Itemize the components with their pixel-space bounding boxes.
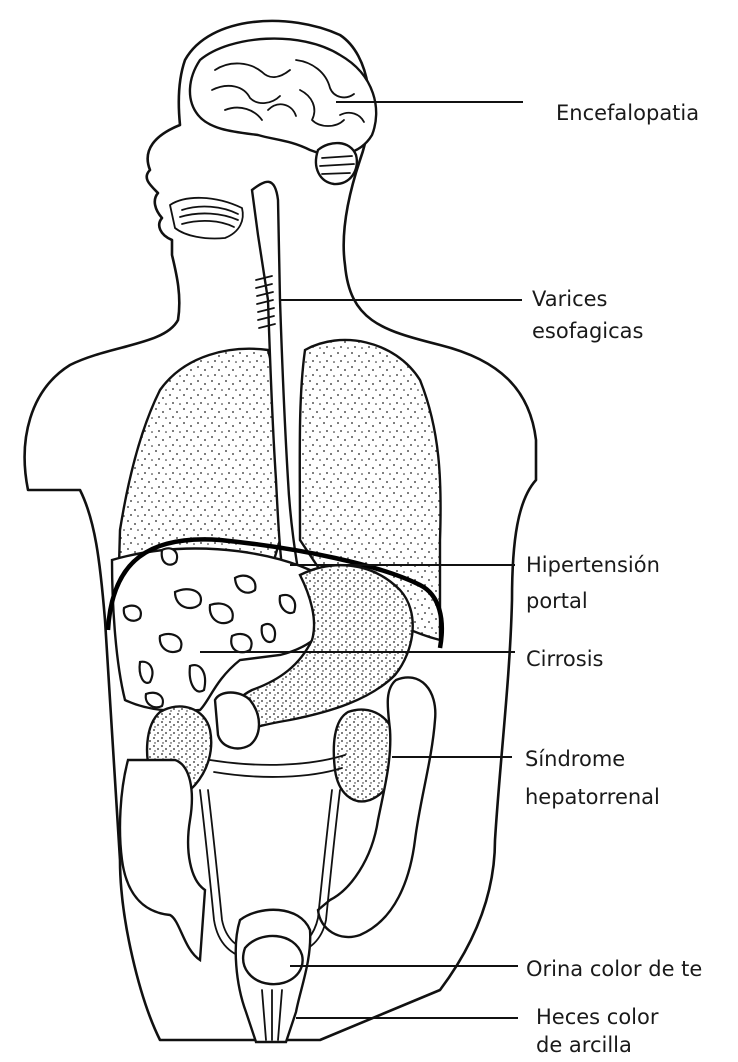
label-encephalopathy: Encefalopatia [556, 98, 699, 129]
label-portal-hypertension-line1: Hipertensión [526, 550, 660, 581]
label-hepatorenal-line1: Síndrome [525, 744, 625, 775]
label-urine-color: Orina color de te [526, 954, 702, 985]
label-hepatorenal-line2: hepatorrenal [525, 782, 660, 813]
colon [120, 760, 205, 960]
label-esophageal-varices-line2: esofagicas [532, 316, 644, 347]
transverse-colon-lower [214, 768, 342, 777]
label-esophageal-varices-line1: Varices [532, 284, 607, 315]
label-cirrhosis: Cirrosis [526, 644, 604, 675]
label-stool-color-line1: Heces color [536, 1002, 659, 1033]
label-portal-hypertension-line2: portal [526, 586, 588, 617]
tongue-folds [180, 207, 238, 227]
bladder [243, 936, 302, 984]
label-stool-color-line2: de arcilla [536, 1030, 632, 1061]
transverse-colon [210, 755, 345, 765]
